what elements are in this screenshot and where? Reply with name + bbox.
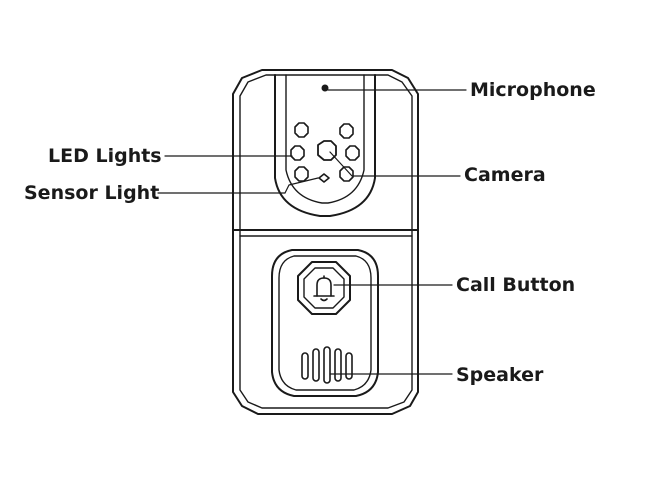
- leader-line-camera: [329, 151, 461, 177]
- lower-panel: [271, 249, 379, 397]
- speaker-grille-icon: [301, 346, 353, 384]
- led-light-icon: [294, 166, 309, 182]
- led-light-icon: [345, 145, 360, 161]
- label-speaker: Speaker: [456, 364, 544, 386]
- label-microphone: Microphone: [470, 79, 596, 101]
- sensor-light-icon: [318, 173, 330, 183]
- call-button[interactable]: [297, 261, 351, 315]
- led-lights-group: [290, 122, 360, 182]
- led-light-icon: [339, 123, 354, 139]
- camera-lens-icon: [317, 140, 337, 161]
- label-camera: Camera: [464, 164, 546, 186]
- microphone-hole-icon: [321, 84, 329, 92]
- label-sensor-light: Sensor Light: [24, 182, 160, 204]
- led-light-icon: [339, 166, 354, 182]
- doorbell-body: [232, 69, 419, 415]
- label-call-button: Call Button: [456, 274, 576, 296]
- camera-housing: [274, 74, 376, 217]
- bell-icon: [313, 275, 335, 302]
- led-light-icon: [294, 122, 309, 138]
- led-light-icon: [290, 145, 305, 161]
- leader-line-sensor-to-diamond: [284, 177, 319, 194]
- label-led-lights: LED Lights: [48, 145, 162, 167]
- leader-lines: [157, 89, 467, 375]
